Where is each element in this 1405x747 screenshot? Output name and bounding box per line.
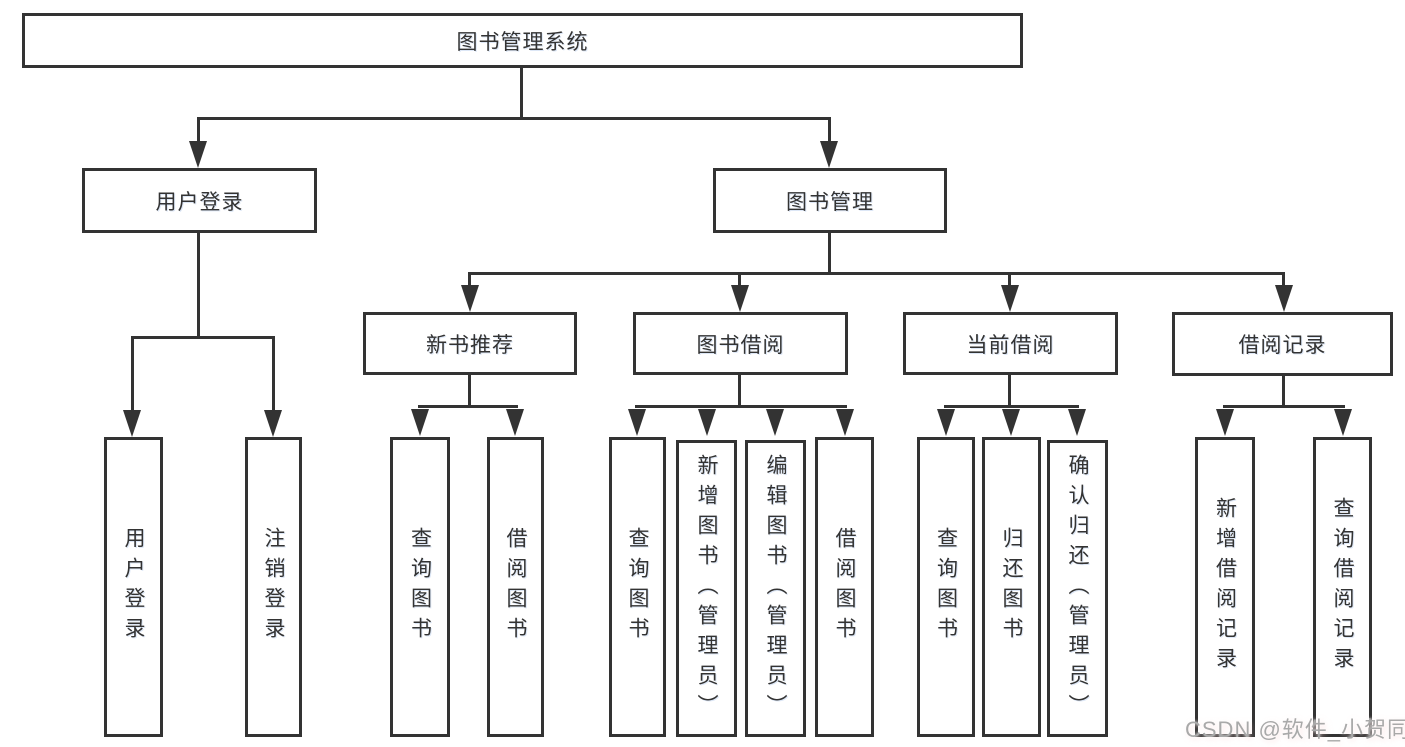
- arrow-to-add-books: [698, 409, 716, 436]
- connector-drop-recommend: [468, 274, 471, 288]
- connector-records-stem: [1282, 376, 1285, 408]
- leaf-label: 注销登录: [262, 527, 285, 647]
- connector-current-bar: [944, 405, 1079, 408]
- arrow-to-login-leaf: [123, 410, 141, 437]
- leaf-label: 归还图书: [1000, 527, 1023, 647]
- node-add-borrow-record: 新增借阅记录: [1195, 437, 1255, 737]
- connector-user-login-stem: [197, 232, 200, 339]
- connector-drop-borrowing: [738, 274, 741, 288]
- node-borrow-books-borrowing: 借阅图书: [815, 437, 874, 737]
- connector-root-stem: [520, 68, 523, 119]
- arrow-to-query-borrow-record: [1334, 409, 1352, 436]
- connector-drop-login-leaf: [131, 338, 134, 414]
- node-confirm-return-admin: 确认归还（管理员）: [1047, 440, 1108, 737]
- leaf-label: 查询图书: [626, 527, 649, 647]
- connector-recommend-stem: [468, 374, 471, 408]
- arrow-to-borrow-books-recommend: [506, 409, 524, 436]
- leaf-label: 用户登录: [122, 527, 145, 647]
- connector-drop-current: [1008, 274, 1011, 288]
- leaf-label: 借阅图书: [833, 527, 856, 647]
- csdn-watermark: CSDN @软件_小贺同学: [1185, 717, 1405, 742]
- node-query-books-current: 查询图书: [917, 437, 975, 737]
- arrow-to-user-login: [189, 141, 207, 168]
- connector-drop-user-login: [197, 119, 200, 145]
- arrow-to-edit-books: [766, 409, 784, 436]
- arrow-to-records: [1275, 285, 1293, 312]
- node-current-borrowing: 当前借阅: [903, 312, 1118, 375]
- connector-drop-records: [1282, 274, 1285, 288]
- arrow-to-query-books-recommend: [411, 409, 429, 436]
- arrow-to-logout-leaf: [264, 410, 282, 437]
- node-query-books-recommend: 查询图书: [390, 437, 450, 737]
- node-library-system: 图书管理系统: [22, 13, 1023, 68]
- arrow-to-query-books-borrowing: [628, 409, 646, 436]
- arrow-to-borrow-books-borrowing: [836, 409, 854, 436]
- node-book-management: 图书管理: [713, 168, 947, 233]
- leaf-label: 新增图书（管理员）: [695, 453, 718, 724]
- connector-level2-bar: [197, 117, 831, 120]
- connector-book-management-stem: [828, 233, 831, 275]
- leaf-label: 查询图书: [934, 527, 958, 647]
- leaf-label: 查询借阅记录: [1331, 497, 1354, 677]
- connector-borrowing-bar: [635, 405, 847, 408]
- connector-recommend-bar: [418, 405, 518, 408]
- node-user-login: 用户登录: [82, 168, 317, 233]
- arrow-to-query-books-current: [937, 409, 955, 436]
- connector-drop-book-management: [828, 119, 831, 145]
- node-borrow-books-recommend: 借阅图书: [487, 437, 544, 737]
- node-edit-books-admin: 编辑图书（管理员）: [745, 440, 806, 737]
- node-query-borrow-record: 查询借阅记录: [1313, 437, 1372, 737]
- connector-records-bar: [1223, 405, 1345, 408]
- leaf-label: 确认归还（管理员）: [1066, 453, 1089, 724]
- connector-borrowing-stem: [738, 374, 741, 408]
- arrow-to-current: [1001, 285, 1019, 312]
- node-add-books-admin: 新增图书（管理员）: [676, 440, 737, 737]
- arrow-to-recommend: [461, 285, 479, 312]
- arrow-to-add-borrow-record: [1216, 409, 1234, 436]
- leaf-label: 新增借阅记录: [1213, 497, 1237, 677]
- arrow-to-book-management: [820, 141, 838, 168]
- connector-level3-bar: [468, 272, 1285, 275]
- node-query-books-borrowing: 查询图书: [609, 437, 666, 737]
- node-logout-action: 注销登录: [245, 437, 302, 737]
- node-borrow-records: 借阅记录: [1172, 312, 1393, 376]
- node-return-books: 归还图书: [982, 437, 1041, 737]
- leaf-label: 借阅图书: [504, 527, 527, 647]
- arrow-to-confirm-return: [1068, 409, 1086, 436]
- arrow-to-borrowing: [731, 285, 749, 312]
- connector-current-stem: [1008, 374, 1011, 408]
- leaf-label: 编辑图书（管理员）: [764, 453, 787, 724]
- node-user-login-action: 用户登录: [104, 437, 163, 737]
- connector-drop-logout-leaf: [272, 338, 275, 414]
- connector-user-login-bar: [131, 336, 275, 339]
- arrow-to-return-books: [1002, 409, 1020, 436]
- node-book-borrowing: 图书借阅: [633, 312, 848, 375]
- leaf-label: 查询图书: [408, 527, 432, 647]
- node-new-book-recommend: 新书推荐: [363, 312, 577, 375]
